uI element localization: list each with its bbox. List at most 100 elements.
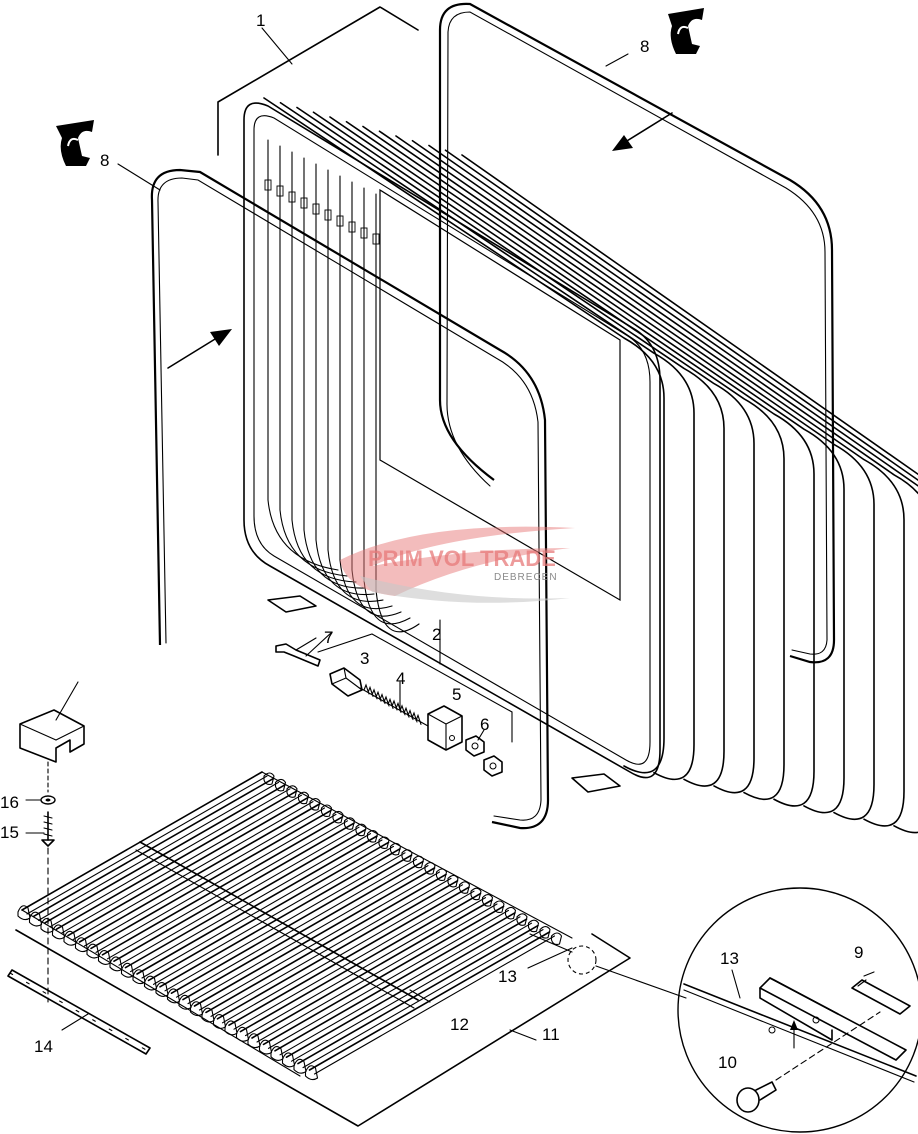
callout-16: 16	[0, 793, 19, 812]
heater-tube-cap-25	[293, 1058, 307, 1074]
spring-coil-b	[391, 699, 422, 725]
heater-tube-edge-4	[60, 794, 303, 934]
heater-tube-edge-26	[313, 935, 556, 1075]
coil-inner-leg-2	[279, 145, 348, 577]
heater-tube-cap-13	[155, 982, 169, 997]
mounting-strip-14	[7, 969, 151, 1055]
spring-shaft	[359, 687, 429, 727]
coil-front-frame	[243, 102, 661, 779]
heater-tube-edge-15	[187, 865, 429, 1005]
coil-terminal-6	[324, 209, 332, 221]
seal-profile-icon-right	[668, 8, 704, 54]
heater-tube-back-19	[470, 887, 482, 901]
arrow-right	[612, 112, 673, 151]
callout-3: 3	[360, 649, 369, 668]
coil-terminal-8	[348, 221, 356, 233]
heater-tube-13	[159, 848, 401, 988]
heater-tube-back-4	[297, 791, 310, 805]
coil-terminal-7	[336, 215, 344, 227]
center-rod-b	[135, 849, 415, 1009]
sensor-probe-7	[275, 631, 333, 667]
heater-tube-edge-16	[198, 871, 441, 1011]
heater-tube-back-21	[493, 900, 505, 914]
callout-15: 15	[0, 823, 19, 842]
heater-tube-cap-17	[201, 1007, 215, 1023]
heater-tube-edge-7	[95, 813, 337, 953]
callout-10: 10	[718, 1053, 737, 1072]
heater-tube-back-20	[481, 894, 494, 907]
coil-terminal-9	[360, 227, 368, 239]
heater-tube-23	[274, 912, 516, 1052]
coil-turn-8	[378, 130, 875, 821]
heater-tube-7	[90, 809, 332, 950]
heater-tube-cap-23	[270, 1046, 284, 1061]
heater-tube-edge-8	[106, 820, 349, 960]
heater-tube-19	[228, 886, 470, 1026]
heater-tube-17	[205, 873, 447, 1014]
seal-profile-icon-left	[56, 120, 94, 166]
heater-tube-back-22	[504, 906, 517, 920]
callout-14: 14	[34, 1037, 53, 1056]
heater-tube-3	[44, 784, 286, 924]
coil-inner-leg-1	[267, 139, 339, 571]
spring-4	[359, 683, 429, 727]
heater-tube-edge-23	[279, 916, 521, 1056]
heater-tube-cap-12	[143, 975, 158, 991]
heater-tube-back-11	[378, 836, 390, 850]
coil-turn-3	[296, 106, 725, 787]
heater-tube-edge-21	[256, 903, 498, 1043]
coil-turn-9	[395, 135, 905, 827]
heater-tube-9	[113, 822, 355, 962]
heater-tube-back-25	[539, 926, 551, 939]
heater-wire-13	[529, 933, 573, 953]
retaining-clip	[19, 681, 85, 763]
coil-terminal-10	[372, 233, 380, 245]
heater-tube-21	[251, 899, 493, 1039]
heater-tube-cap-18	[212, 1014, 227, 1029]
heater-tube-15	[182, 860, 424, 1001]
heater-tube-cap-11	[132, 969, 146, 985]
heater-tube-back-5	[309, 798, 321, 811]
washer-16	[40, 795, 56, 805]
coil-turn-4	[312, 111, 755, 794]
heater-tube-edge-17	[210, 877, 452, 1017]
heater-tube-18	[216, 880, 459, 1020]
heater-tube-edge-9	[118, 826, 360, 966]
coil-terminal-4	[300, 197, 308, 209]
heater-tube-4	[55, 790, 298, 930]
heater-tube-14	[170, 854, 413, 994]
heater-tube-back-12	[389, 842, 402, 856]
heater-tube-edge-5	[72, 801, 314, 941]
coil-inner-leg-7	[339, 175, 393, 610]
heater-tube-cap-22	[258, 1039, 273, 1055]
heater-tube-cap-7	[86, 943, 100, 959]
callout-8-left: 8	[100, 151, 109, 170]
heater-tube-edge-24	[290, 922, 533, 1062]
coil-turn-10	[411, 139, 918, 834]
heater-tube-22	[262, 905, 505, 1046]
callout-13-main: 13	[498, 967, 517, 986]
heater-tube-back-2	[274, 778, 287, 792]
heater-tube-5	[67, 796, 309, 937]
callout-11: 11	[542, 1025, 560, 1044]
heater-tube-10	[124, 828, 367, 969]
heater-tube-edge-19	[233, 890, 475, 1030]
heater-tube-24	[285, 918, 528, 1058]
heater-tube-8	[101, 816, 344, 956]
coil-turn-5	[329, 116, 785, 801]
heater-tube-2	[32, 777, 275, 918]
heater-tube-cap-26	[304, 1065, 319, 1081]
detail-view	[567, 887, 918, 1133]
bracket-1	[217, 6, 419, 156]
coil-assembly	[243, 97, 918, 834]
heater-tube-back-23	[516, 913, 528, 926]
watermark-city: DEBRECEN	[494, 572, 558, 583]
heater-tube-edge-20	[244, 897, 487, 1037]
coil-inner-leg-4	[303, 157, 366, 589]
junction-box-5	[427, 705, 463, 751]
coil-terminal-5	[312, 203, 320, 215]
callout-7: 7	[324, 628, 333, 647]
heater-tube-cap-6	[74, 937, 89, 953]
heater-tube-26	[308, 931, 551, 1071]
